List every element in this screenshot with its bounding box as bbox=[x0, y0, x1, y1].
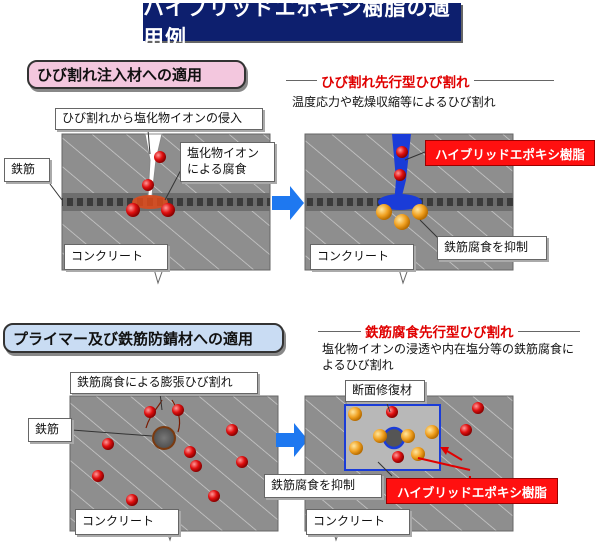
section2-header: プライマー及び鉄筋防錆材への適用 bbox=[3, 323, 284, 353]
section1-header: ひび割れ注入材への適用 bbox=[27, 60, 246, 89]
s2-repair-label: 断面修復材 bbox=[345, 380, 425, 402]
s1-transition-arrow bbox=[272, 186, 304, 220]
s1-concrete-right-label: コンクリート bbox=[310, 244, 414, 270]
page-title: ハイブリッドエポキシ樹脂の適用例 bbox=[143, 0, 461, 50]
s2-right-panel bbox=[304, 395, 514, 532]
s2-crack-type-title: 鉄筋腐食先行型ひび割れ bbox=[361, 321, 518, 341]
s2-transition-arrow bbox=[276, 423, 308, 457]
s2-rebar-label: 鉄筋 bbox=[28, 418, 72, 442]
s1-resin-label: ハイブリッドエポキシ樹脂 bbox=[425, 140, 595, 166]
s2-concrete-left-label: コンクリート bbox=[75, 509, 179, 535]
s1-crack-type-title: ひび割れ先行型ひび割れ bbox=[317, 71, 474, 91]
s2-crack-type-desc: 塩化物イオンの浸透や内在塩分等の鉄筋腐食によるひび割れ bbox=[322, 342, 575, 373]
s1-concrete-left-label: コンクリート bbox=[64, 244, 168, 270]
s2-concrete-right-label: コンクリート bbox=[306, 509, 410, 535]
s1-corrosion-callout: 塩化物イオンによる腐食 bbox=[180, 142, 275, 182]
s2-resin-label: ハイブリッドエポキシ樹脂 bbox=[386, 478, 558, 504]
s1-rebar-label: 鉄筋 bbox=[4, 158, 50, 182]
s1-suppress-label: 鉄筋腐食を抑制 bbox=[437, 236, 547, 260]
s1-ingress-callout: ひび割れから塩化物イオンの侵入 bbox=[55, 108, 263, 130]
s2-suppress-label: 鉄筋腐食を抑制 bbox=[264, 474, 382, 498]
s2-left-panel bbox=[69, 395, 279, 532]
s2-expansion-callout: 鉄筋腐食による膨張ひび割れ bbox=[70, 372, 258, 394]
s1-crack-type-desc: 温度応力や乾燥収縮等によるひび割れ bbox=[286, 91, 554, 115]
